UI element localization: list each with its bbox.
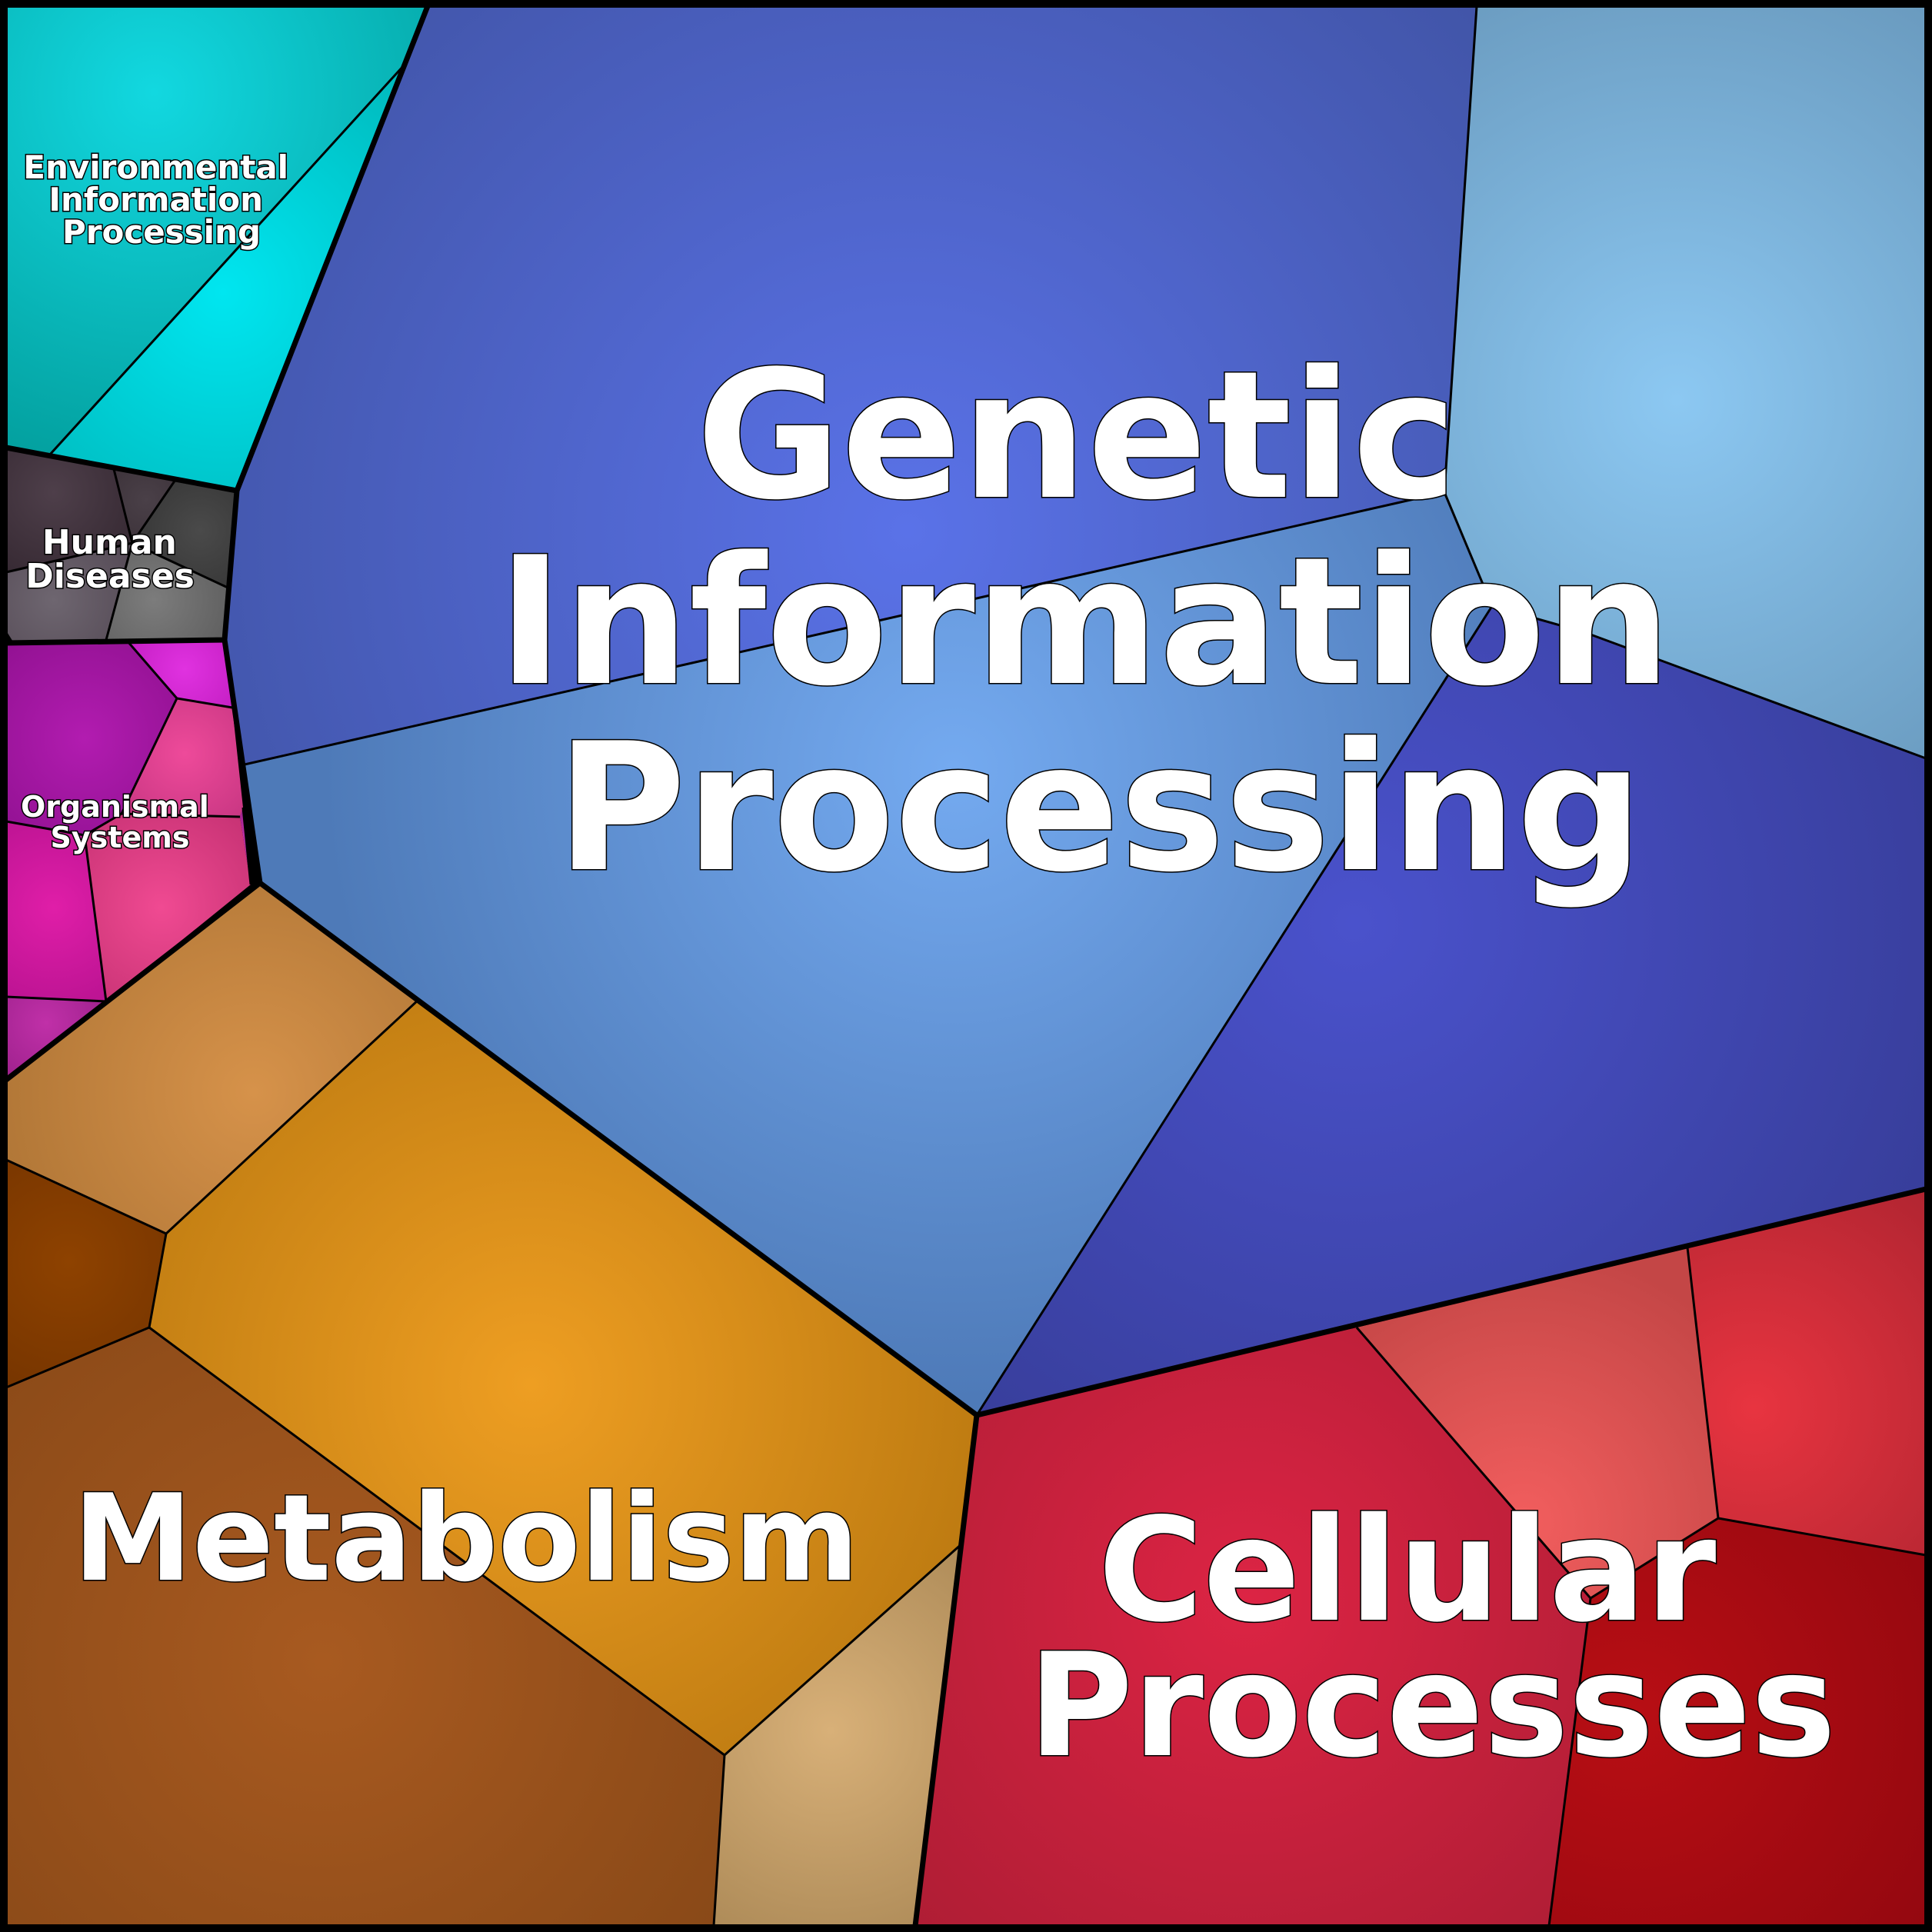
cell: [132, 480, 237, 588]
cell: [977, 606, 1926, 1415]
cell: [6, 543, 132, 643]
labels: Environmental Information Processing Hum…: [19, 148, 1837, 1790]
cell: [1549, 1518, 1926, 1926]
region-metabolism: [6, 883, 977, 1926]
cell: [1687, 1189, 1926, 1555]
cell: [1357, 1247, 1718, 1598]
cell: [6, 883, 418, 1234]
cell: [49, 65, 405, 491]
cell: [128, 640, 232, 708]
cell: [6, 1327, 724, 1926]
cell: [6, 448, 132, 572]
cell: [245, 492, 1492, 1415]
cell: [225, 6, 1477, 764]
region-genetic-information-processing: [225, 6, 1926, 1415]
region-environmental: [6, 6, 428, 491]
cell: [6, 821, 106, 1001]
region-cellular-processes: [915, 1189, 1926, 1926]
cell: [6, 6, 428, 455]
cell: [915, 1327, 1591, 1926]
cell: [85, 814, 251, 1001]
cell: [6, 1160, 166, 1387]
cell: [149, 1000, 977, 1755]
label-organismal-systems: Organismal Systems: [21, 790, 219, 854]
cell: [114, 469, 175, 543]
cell: [714, 1543, 963, 1926]
label-cellular-processes: Cellular Processes: [1028, 1487, 1837, 1789]
label-metabolism: Metabolism: [73, 1468, 859, 1608]
region-human-diseases: [6, 448, 237, 643]
cell: [106, 543, 228, 640]
label-human-diseases: Human Diseases: [25, 523, 195, 596]
label-genetic-information-processing: Genetic Information Processing: [498, 334, 1733, 911]
cell: [122, 698, 243, 817]
label-environmental-information-processing: Environmental Information Processing: [23, 148, 299, 251]
cell: [1444, 6, 1926, 758]
